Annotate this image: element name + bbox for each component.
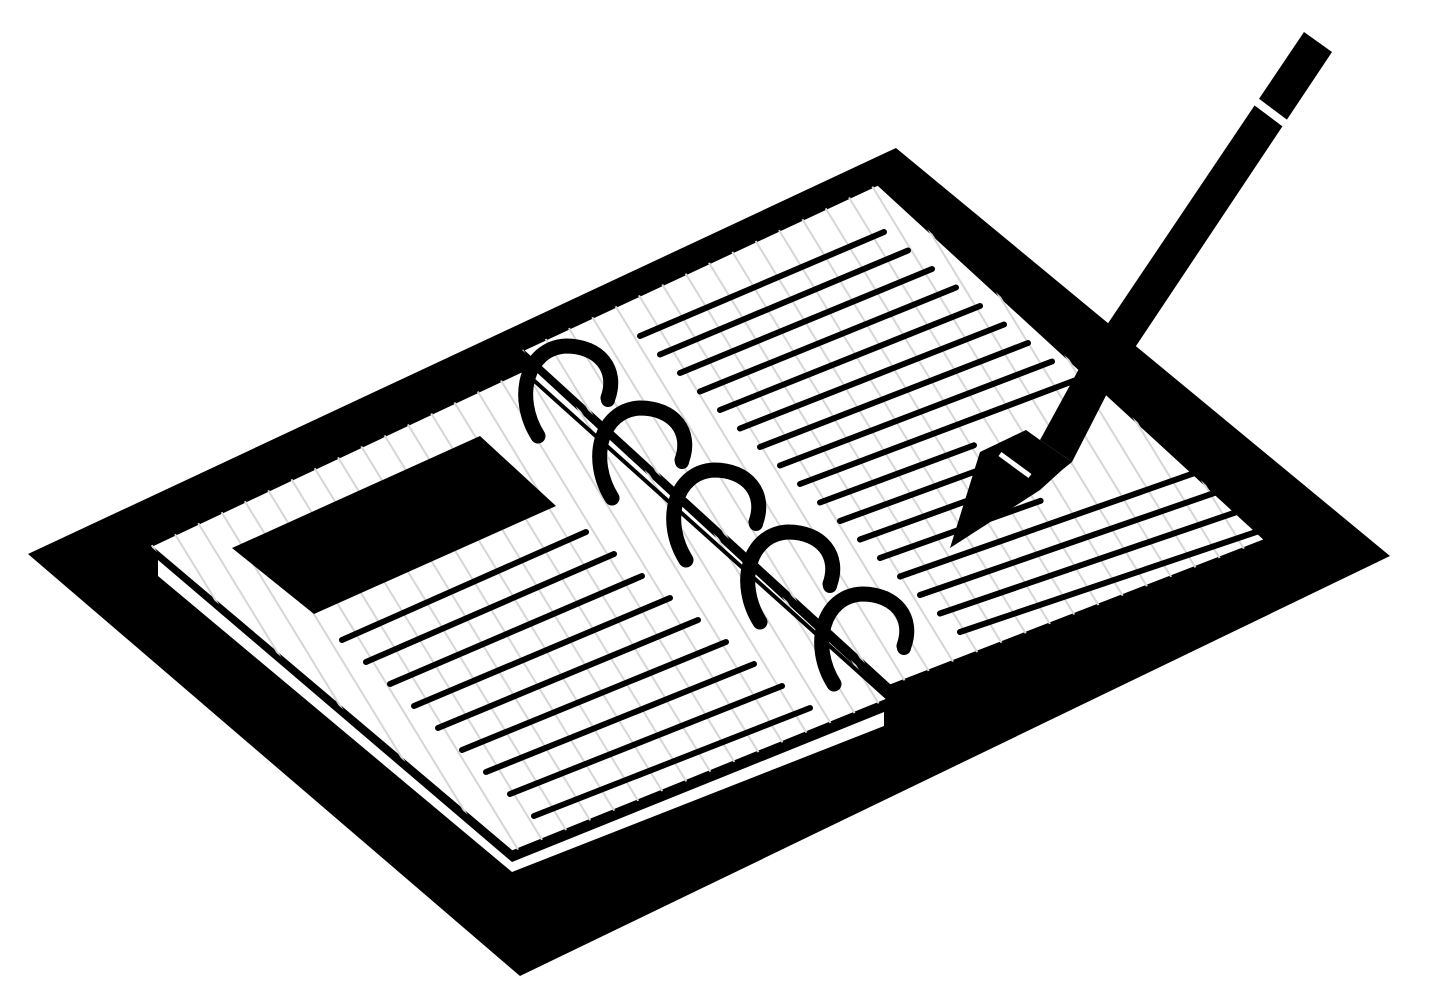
ring-hole	[897, 641, 911, 655]
text-line	[777, 358, 1055, 469]
hatch-line	[150, 366, 491, 852]
hatch-line	[150, 366, 461, 852]
pen-tip-band	[998, 451, 1032, 479]
pen-cap-band	[1243, 90, 1289, 128]
text-line	[897, 469, 1199, 580]
hatch-line	[669, 184, 1191, 686]
spiral-ring	[592, 400, 693, 506]
hatch-line	[609, 184, 1131, 686]
text-line	[737, 321, 1007, 432]
text-line	[435, 617, 701, 731]
hatch-line	[269, 366, 791, 852]
spiral-ring	[518, 338, 619, 444]
text-line	[717, 303, 983, 413]
hatch-line	[209, 366, 731, 852]
left-page-text-lines	[339, 529, 813, 819]
text-line	[387, 573, 645, 687]
hatch-line	[389, 366, 892, 852]
hatch-line	[879, 184, 1266, 686]
hatch-line	[819, 184, 1266, 686]
pen-icon	[950, 32, 1332, 548]
spiral-binding	[518, 338, 915, 692]
spiral-ring	[814, 586, 915, 692]
pen-collar	[1026, 430, 1072, 470]
text-line	[363, 551, 617, 665]
text-line	[483, 661, 757, 775]
hatch-line	[150, 366, 521, 852]
ring-hole	[675, 455, 689, 469]
right-page-text-lines	[637, 229, 1271, 635]
hatch-line	[479, 366, 892, 852]
text-line	[837, 460, 1000, 524]
spiral-ring	[666, 462, 767, 568]
right-page-edge	[890, 540, 1272, 716]
pen-grip	[1040, 356, 1116, 462]
hatch-line	[579, 184, 1101, 686]
text-line	[339, 529, 589, 643]
text-line	[531, 705, 813, 819]
text-line	[917, 488, 1223, 598]
text-line	[411, 595, 673, 709]
photo-placeholder	[232, 436, 556, 614]
hatch-line	[329, 366, 851, 852]
hatch-line	[239, 366, 761, 852]
text-line	[677, 266, 935, 376]
text-line	[697, 284, 959, 395]
text-line	[817, 442, 977, 506]
ring-hole	[601, 393, 615, 407]
text-line	[459, 639, 729, 753]
text-line	[797, 377, 1079, 487]
text-line	[937, 506, 1247, 617]
text-line	[657, 247, 911, 358]
text-line	[637, 229, 887, 339]
notebook-spine	[518, 366, 894, 704]
ring-hole	[823, 579, 837, 593]
spiral-ring	[740, 524, 841, 630]
text-line	[757, 340, 1031, 450]
text-line	[957, 525, 1271, 635]
hatch-line	[150, 366, 671, 852]
hatch-line	[179, 366, 701, 852]
left-page-edge	[150, 546, 892, 882]
hatch-line	[449, 366, 892, 852]
ring-hole	[749, 517, 763, 531]
hatch-line	[759, 184, 1266, 686]
hatch-line	[849, 184, 1266, 686]
text-line	[507, 683, 785, 797]
hatch-line	[359, 366, 881, 852]
pen-barrel	[1086, 32, 1332, 376]
pen-nib	[950, 430, 1062, 548]
left-page-edge-paper	[158, 560, 884, 872]
hatch-line	[419, 366, 892, 852]
hatch-line	[699, 184, 1221, 686]
